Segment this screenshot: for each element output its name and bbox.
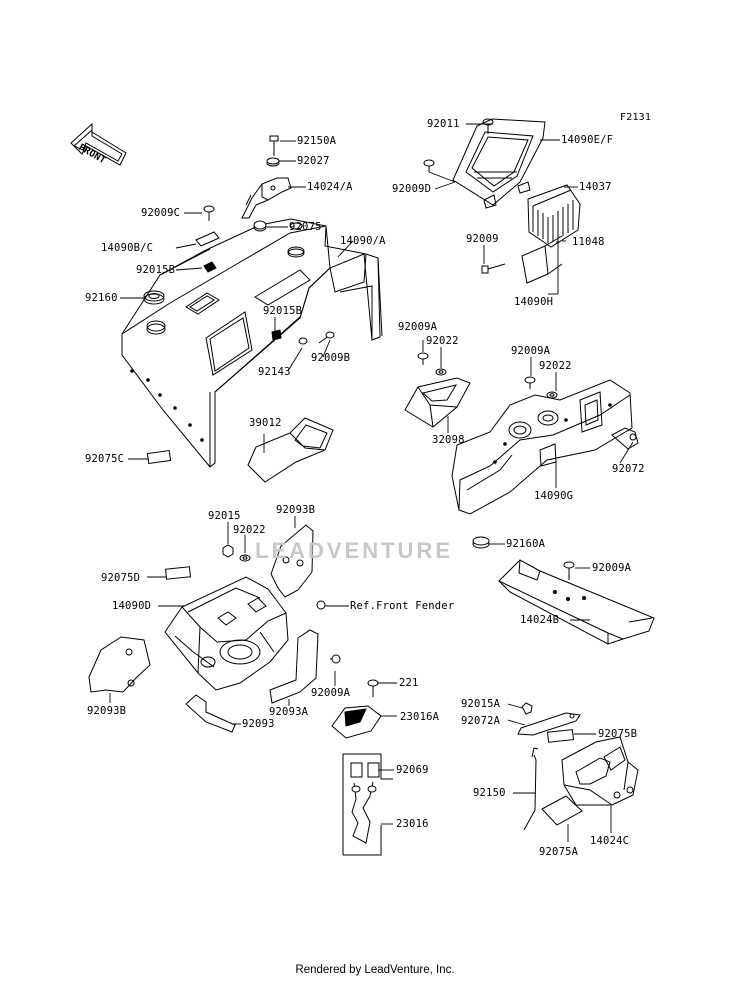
- callout-92075-top: 92075: [289, 221, 322, 233]
- callout-39012: 39012: [249, 417, 282, 429]
- bracket-14090H: [482, 236, 562, 283]
- watermark: LEADVENTURE: [255, 538, 454, 563]
- tray-14090D: [165, 577, 288, 690]
- callout-92072A: 92072A: [461, 715, 501, 727]
- bracket-92093: [186, 695, 235, 732]
- label-92075D: [166, 567, 191, 579]
- callout-14090G: 14090G: [534, 490, 574, 502]
- callout-92009B: 92009B: [311, 352, 351, 364]
- callout-14090D: 14090D: [112, 600, 152, 612]
- nut-92075: [254, 221, 266, 231]
- harness-23016: [343, 754, 393, 855]
- callout-14090BC: 14090B/C: [101, 242, 154, 254]
- sheet-92075A: [542, 796, 582, 825]
- callout-92011: 92011: [427, 118, 460, 130]
- grommet-92160A: [473, 537, 489, 548]
- front-arrow-icon: [71, 124, 126, 165]
- regulator-14037: [528, 185, 580, 247]
- battery-cover-14024C: [562, 737, 638, 805]
- callout-92150: 92150: [473, 787, 506, 799]
- bracket-14024A: [242, 136, 291, 218]
- callout-92009A-plate: 92009A: [592, 562, 632, 574]
- clamp-92072A: [518, 703, 580, 735]
- plate-14024B: [499, 560, 654, 644]
- callout-92015: 92015: [208, 510, 241, 522]
- callout-92069: 92069: [396, 764, 429, 776]
- callout-92009A-low: 92009A: [311, 687, 351, 699]
- fasteners-92015: [223, 545, 250, 561]
- duct-39012: [248, 418, 333, 482]
- label-92075C: [147, 451, 170, 464]
- callout-92009A-mid: 92009A: [398, 321, 438, 333]
- callout-92093: 92093: [242, 718, 275, 730]
- callout-92093A: 92093A: [269, 706, 309, 718]
- callout-23016A: 23016A: [400, 711, 440, 723]
- callout-92009C: 92009C: [141, 207, 181, 219]
- meter-cover-14090EF: [424, 119, 545, 208]
- callout-92075D: 92075D: [101, 572, 141, 584]
- leader-lines: [110, 124, 633, 842]
- bracket-92093B-left: [89, 637, 150, 692]
- grommet-92160: [144, 291, 164, 304]
- callout-92022-mid: 92022: [426, 335, 459, 347]
- callout-92072: 92072: [612, 463, 645, 475]
- callout-14024C: 14024C: [590, 835, 630, 847]
- figure-id: F2131: [620, 112, 652, 123]
- callout-92160: 92160: [85, 292, 118, 304]
- callout-92093B-top: 92093B: [276, 504, 316, 516]
- footer-credit: Rendered by LeadVenture, Inc.: [295, 964, 455, 976]
- label-92075B: [548, 730, 574, 743]
- callout-ref-front-fender: Ref.Front Fender: [350, 600, 455, 612]
- bracket-92093A: [270, 630, 340, 703]
- callout-92027: 92027: [297, 155, 330, 167]
- callout-92093B-low: 92093B: [87, 705, 127, 717]
- callout-92143: 92143: [258, 366, 291, 378]
- callout-92075C: 92075C: [85, 453, 125, 465]
- screw-ref-fender: [317, 601, 336, 609]
- callout-14090EF: 14090E/F: [561, 134, 614, 146]
- callout-23016: 23016: [396, 818, 429, 830]
- callout-92150A: 92150A: [297, 135, 337, 147]
- callout-92009D: 92009D: [392, 183, 432, 195]
- fasteners-92143: [272, 330, 334, 344]
- callout-92015A: 92015A: [461, 698, 501, 710]
- callout-14090A: 14090/A: [340, 235, 386, 247]
- callout-14024B: 14024B: [520, 614, 560, 626]
- callout-92075A: 92075A: [539, 846, 579, 858]
- callout-92009A-right: 92009A: [511, 345, 551, 357]
- callout-11048: 11048: [572, 236, 605, 248]
- rod-92150: [524, 748, 538, 830]
- callout-14090H: 14090H: [514, 296, 554, 308]
- callout-14037: 14037: [579, 181, 612, 193]
- bracket-14090BC: [196, 206, 219, 272]
- bracket-92093B-upper: [271, 525, 313, 597]
- callout-221: 221: [399, 677, 419, 689]
- callout-92015B-mid: 92015B: [263, 305, 303, 317]
- meter-bracket-14090G: [452, 377, 638, 514]
- callout-92022-right: 92022: [539, 360, 572, 372]
- callout-92015B-left: 92015B: [136, 264, 176, 276]
- switch-bracket-32098: [405, 353, 470, 427]
- callout-32098: 32098: [432, 434, 465, 446]
- dash-panel-part: [122, 219, 382, 467]
- callout-14024A: 14024/A: [307, 181, 353, 193]
- callout-92160A: 92160A: [506, 538, 546, 550]
- callout-92022-low: 92022: [233, 524, 266, 536]
- callout-92009-top: 92009: [466, 233, 499, 245]
- callout-92075B: 92075B: [598, 728, 638, 740]
